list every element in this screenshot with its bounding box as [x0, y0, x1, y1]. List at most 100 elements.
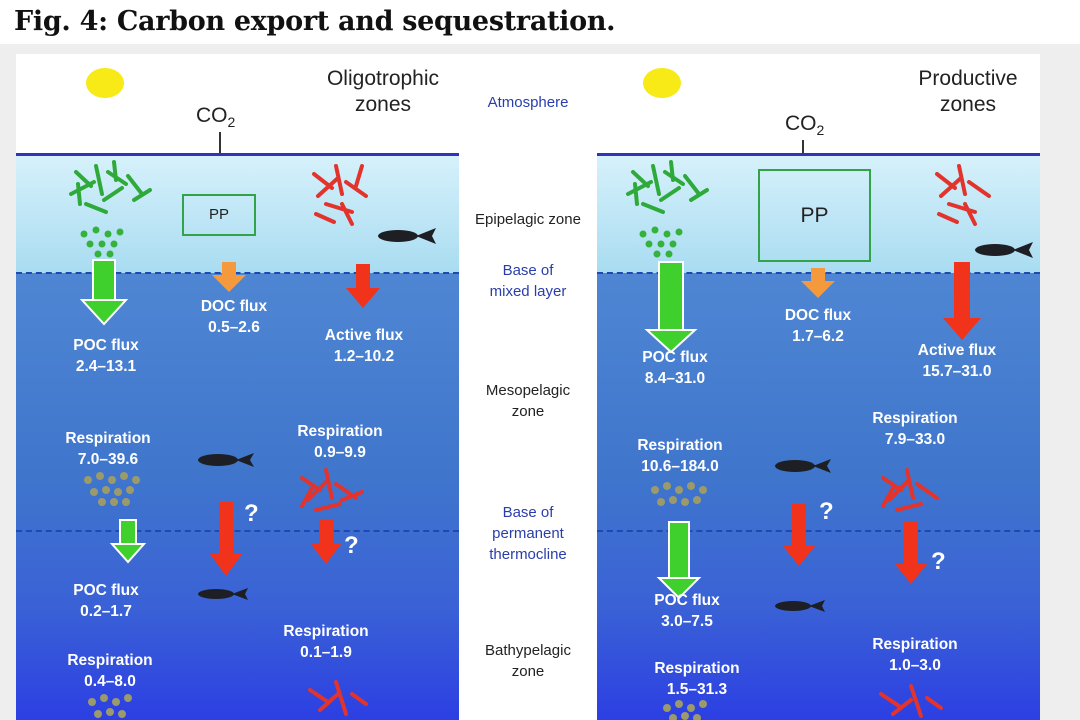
fish-icon — [775, 600, 825, 612]
active-flux-arrow-icon — [346, 264, 380, 308]
productive-panel: Productive zones CO2 PP — [597, 54, 1040, 720]
productive-title-line1: Productive — [918, 67, 1018, 90]
unknown-flux-mark: ? — [931, 548, 946, 575]
zooplankton-icon — [935, 164, 991, 226]
particle-cluster-icon — [88, 694, 132, 718]
respiration-deep-right-label: Respiration 1.0–3.0 — [859, 634, 971, 676]
active-flux-arrow-icon — [943, 262, 981, 340]
respiration-left-title: Respiration — [65, 430, 151, 447]
unknown-flux-mark: ? — [244, 500, 259, 527]
mixed-layer-line1: Base of — [502, 262, 554, 279]
respiration-deep-right-title: Respiration — [283, 623, 369, 640]
mesopelagic-label: Mesopelagic zone — [459, 380, 597, 422]
particle-cluster-icon — [84, 472, 140, 506]
respiration-left-value: 7.0–39.6 — [77, 451, 139, 468]
mixed-layer-label: Base of mixed layer — [459, 260, 597, 302]
unknown-flux-mark: ? — [344, 532, 359, 559]
thermocline-boundary — [16, 530, 459, 532]
oligotrophic-title-line1: Oligotrophic — [326, 67, 440, 90]
respiration-right-label: Respiration 7.9–33.0 — [859, 408, 971, 450]
poc-flux-title: POC flux — [73, 337, 139, 354]
respiration-right-value: 7.9–33.0 — [884, 431, 946, 448]
oligotrophic-title-line2: zones — [354, 93, 412, 116]
bathypelagic-line2: zone — [511, 663, 545, 680]
particle-cluster-icon — [663, 700, 707, 720]
active-flux-title: Active flux — [917, 342, 997, 359]
epipelagic-label: Epipelagic zone — [475, 211, 581, 228]
poc-flux-deep-title: POC flux — [654, 592, 720, 609]
productive-title-line2: zones — [939, 93, 997, 116]
active-flux-deep-arrow-icon — [210, 502, 242, 576]
respiration-deep-right-title: Respiration — [872, 636, 958, 653]
respiration-deep-left-title: Respiration — [67, 652, 153, 669]
respiration-deep-right-value: 1.0–3.0 — [889, 657, 941, 674]
respiration-deep-left-label: Respiration 0.4–8.0 — [54, 650, 166, 692]
epipelagic-layer — [16, 156, 459, 273]
co2-subscript: 2 — [227, 114, 236, 131]
poc-flux-title: POC flux — [642, 349, 708, 366]
respiration-deep-right-label: Respiration 0.1–1.9 — [270, 621, 382, 663]
sea-surface-line — [597, 153, 1040, 156]
respiration-right-value: 0.9–9.9 — [314, 444, 366, 461]
active-flux-value: 1.2–10.2 — [333, 348, 395, 365]
thermocline-line2: permanent — [492, 525, 564, 542]
respiration-deep-left-label: Respiration 1.5–31.3 — [641, 658, 753, 700]
fish-icon — [198, 588, 248, 600]
sea-surface-line — [16, 153, 459, 156]
primary-production-box: PP — [758, 169, 871, 262]
productive-graphics — [626, 160, 1033, 720]
respiration-right-title: Respiration — [297, 423, 383, 440]
mixed-layer-line2: mixed layer — [489, 283, 567, 300]
thermocline-line1: Base of — [502, 504, 554, 521]
active-flux-deep-arrow-icon — [311, 520, 341, 564]
respiration-left-title: Respiration — [637, 437, 723, 454]
oligotrophic-graphics — [69, 160, 436, 718]
mixed-layer-boundary — [16, 272, 459, 274]
zooplankton-icon — [300, 468, 364, 512]
doc-flux-label: DOC flux 0.5–2.6 — [192, 296, 276, 338]
poc-flux-deep-value: 3.0–7.5 — [661, 613, 713, 630]
sun-icon — [643, 68, 681, 98]
doc-flux-label: DOC flux 1.7–6.2 — [773, 305, 863, 347]
atmosphere-label: Atmosphere — [487, 94, 569, 111]
zooplankton-icon — [308, 680, 368, 716]
oligotrophic-title: Oligotrophic zones — [308, 66, 458, 118]
poc-flux-deep-value: 0.2–1.7 — [80, 603, 132, 620]
co2-label: CO2 — [196, 104, 235, 130]
fish-icon — [975, 242, 1033, 258]
co2-label: CO2 — [785, 112, 824, 138]
respiration-right-title: Respiration — [872, 410, 958, 427]
co2-subscript: 2 — [816, 122, 825, 139]
respiration-left-label: Respiration 10.6–184.0 — [621, 435, 739, 477]
poc-flux-arrow-icon — [79, 259, 129, 326]
poc-flux-arrow-icon — [644, 261, 698, 354]
respiration-left-label: Respiration 7.0–39.6 — [52, 428, 164, 470]
deep-ocean-layer — [16, 273, 459, 720]
phytoplankton-icon — [69, 160, 152, 214]
doc-flux-title: DOC flux — [784, 307, 852, 324]
doc-flux-arrow-icon — [801, 268, 835, 298]
respiration-deep-left-value: 1.5–31.3 — [666, 681, 728, 698]
oligotrophic-panel: Oligotrophic zones CO2 PP — [16, 54, 459, 720]
particle-cluster-icon — [651, 482, 707, 506]
particle-cluster-icon — [80, 226, 124, 258]
active-flux-title: Active flux — [324, 327, 404, 344]
zone-labels-column: Atmosphere Epipelagic zone Base of mixed… — [459, 54, 597, 720]
poc-flux-value: 2.4–13.1 — [75, 358, 137, 375]
co2-text: CO — [785, 112, 817, 135]
poc-flux-label: POC flux 8.4–31.0 — [625, 347, 725, 389]
mesopelagic-line2: zone — [511, 403, 545, 420]
zooplankton-icon — [881, 468, 939, 512]
particle-cluster-icon — [639, 226, 683, 258]
fish-icon — [198, 453, 254, 467]
poc-flux-deep-arrow-icon — [109, 519, 147, 564]
phytoplankton-icon — [626, 160, 709, 214]
active-flux-label: Active flux 1.2–10.2 — [312, 325, 416, 367]
productive-title: Productive zones — [893, 66, 1040, 118]
fish-icon — [775, 459, 831, 473]
co2-text: CO — [196, 104, 228, 127]
primary-production-box: PP — [182, 194, 256, 236]
active-flux-deep-arrow-icon — [783, 504, 815, 566]
figure-title: Fig. 4: Carbon export and sequestration. — [14, 6, 616, 37]
thermocline-label: Base of permanent thermocline — [459, 502, 597, 565]
